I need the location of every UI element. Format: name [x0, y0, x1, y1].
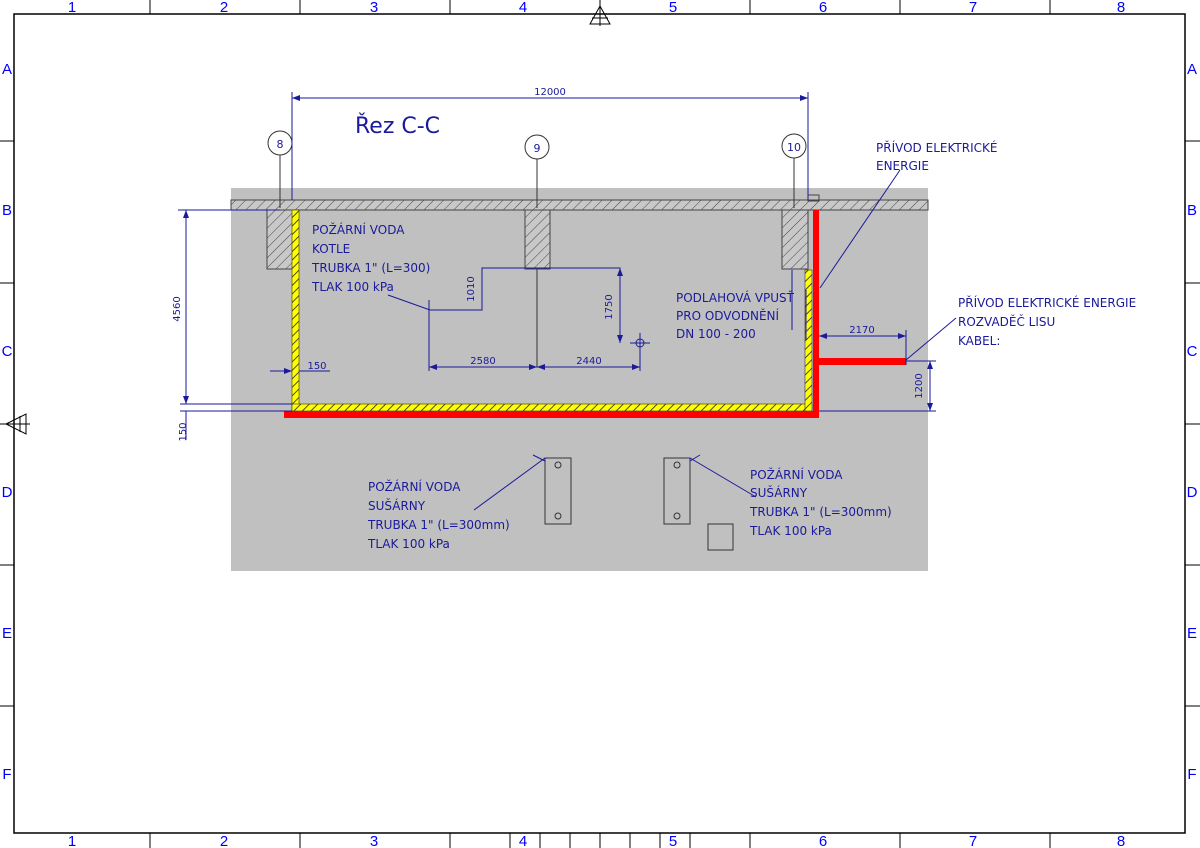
svg-text:SUŠÁRNY: SUŠÁRNY [750, 485, 808, 500]
axis-label: 10 [787, 141, 801, 154]
column-label: 5 [669, 0, 677, 16]
svg-text:PRO ODVODNĚNÍ: PRO ODVODNĚNÍ [676, 308, 780, 323]
dimension-text: 2170 [849, 325, 874, 336]
column-label: 5 [669, 833, 677, 848]
svg-text:TRUBKA 1" (L=300): TRUBKA 1" (L=300) [311, 261, 430, 275]
svg-text:DN 100 - 200: DN 100 - 200 [676, 327, 756, 341]
centering-mark-left [4, 413, 30, 435]
column-label: 2 [220, 833, 228, 848]
column-label: 8 [1117, 833, 1125, 848]
row-label: F [2, 766, 11, 783]
section-title: Řez C-C [355, 113, 440, 139]
column-label: 1 [68, 0, 76, 16]
dimension-text: 2440 [576, 356, 601, 367]
row-labels-right: A B C D E F [1187, 61, 1198, 783]
row-label: B [2, 202, 12, 219]
svg-text:TLAK 100 kPa: TLAK 100 kPa [367, 537, 450, 551]
column-label: 1 [68, 833, 76, 848]
dimension-height: 4560 [172, 209, 280, 404]
ceiling-slab [230, 199, 929, 211]
column-label: 8 [1117, 0, 1125, 16]
svg-text:ENERGIE: ENERGIE [876, 159, 929, 173]
svg-text:PŘÍVOD ELEKTRICKÉ ENERGIE: PŘÍVOD ELEKTRICKÉ ENERGIE [958, 295, 1136, 310]
column-label: 6 [819, 0, 827, 16]
svg-text:TLAK 100 kPa: TLAK 100 kPa [311, 280, 394, 294]
dimension-text: 12000 [534, 87, 566, 98]
column-labels-bottom: 1 2 3 4 5 6 7 8 [68, 833, 1125, 848]
column-label: 4 [519, 0, 527, 16]
beam-axis-10 [781, 209, 809, 270]
axis-marker-10: 10 [781, 133, 807, 208]
column-label: 3 [370, 0, 378, 16]
svg-text:POŽÁRNÍ VODA: POŽÁRNÍ VODA [750, 467, 843, 482]
dimension-cable-height: 1200 [819, 360, 936, 412]
row-label: A [2, 61, 12, 78]
axis-label: 8 [277, 138, 284, 151]
dimension-wall: 150 [270, 361, 330, 374]
annotation-floor-drain: PODLAHOVÁ VPUSŤ PRO ODVODNĚNÍ DN 100 - 2… [676, 290, 795, 341]
leader-lines [387, 169, 957, 511]
svg-text:KOTLE: KOTLE [312, 242, 350, 256]
dimension-cable-length: 2170 [819, 325, 907, 365]
insulation-floor [291, 403, 813, 412]
dimension-text: 1200 [914, 373, 925, 398]
power-line [284, 210, 906, 418]
row-label: C [2, 343, 13, 360]
beam-axis-8 [266, 209, 294, 270]
dryer-box [707, 523, 734, 551]
svg-text:ROZVADĚČ LISU: ROZVADĚČ LISU [958, 314, 1055, 329]
dimension-drain-rise: 1750 [604, 268, 623, 343]
svg-text:PODLAHOVÁ VPUSŤ: PODLAHOVÁ VPUSŤ [676, 290, 795, 305]
dryer-plate-left [544, 457, 572, 525]
annotation-power-supply-top: PŘÍVOD ELEKTRICKÉ ENERGIE [876, 140, 997, 173]
svg-text:POŽÁRNÍ VODA: POŽÁRNÍ VODA [368, 479, 461, 494]
annotation-fire-water-boiler: POŽÁRNÍ VODA KOTLE TRUBKA 1" (L=300) TLA… [311, 222, 430, 294]
row-label: B [1187, 202, 1197, 219]
column-label: 7 [969, 0, 977, 16]
axis-label: 9 [534, 142, 541, 155]
svg-text:POŽÁRNÍ VODA: POŽÁRNÍ VODA [312, 222, 405, 237]
row-label: E [1187, 625, 1197, 642]
annotation-fire-water-dryer-right: POŽÁRNÍ VODA SUŠÁRNY TRUBKA 1" (L=300mm)… [749, 467, 892, 538]
row-label: D [2, 484, 13, 501]
column-label: 3 [370, 833, 378, 848]
dimension-text: 4560 [172, 296, 183, 321]
dimension-text: 1010 [466, 276, 477, 301]
column-label: 4 [519, 833, 527, 848]
column-label: 6 [819, 833, 827, 848]
column-label: 2 [220, 0, 228, 16]
column-labels-top: 1 2 3 4 5 6 7 8 [68, 0, 1125, 16]
row-label: C [1187, 343, 1198, 360]
dimension-floor: 150 [178, 403, 292, 442]
axis-marker-9: 9 [524, 134, 550, 208]
dimension-text: 150 [178, 422, 189, 441]
row-label: D [1187, 484, 1198, 501]
insulation-left-wall [291, 209, 300, 412]
centering-mark-top [589, 4, 611, 26]
row-labels-left: A B C D E F [2, 61, 13, 783]
svg-text:TRUBKA 1" (L=300mm): TRUBKA 1" (L=300mm) [749, 505, 892, 519]
dimension-text: 2580 [470, 356, 495, 367]
annotation-power-supply-press: PŘÍVOD ELEKTRICKÉ ENERGIE ROZVADĚČ LISU … [958, 295, 1136, 348]
dryer-plate-right [663, 457, 691, 525]
row-label: A [1187, 61, 1197, 78]
dimension-pipe-offset: 2580 2440 [428, 300, 641, 371]
row-label: F [1187, 766, 1196, 783]
row-label: E [2, 625, 12, 642]
column-label: 7 [969, 833, 977, 848]
beam-axis-9 [524, 209, 551, 270]
svg-text:PŘÍVOD ELEKTRICKÉ: PŘÍVOD ELEKTRICKÉ [876, 140, 997, 155]
svg-text:KABEL:: KABEL: [958, 334, 1000, 348]
dimension-text: 150 [307, 361, 326, 372]
svg-text:TLAK 100 kPa: TLAK 100 kPa [749, 524, 832, 538]
dimension-text: 1750 [604, 294, 615, 319]
svg-text:TRUBKA 1" (L=300mm): TRUBKA 1" (L=300mm) [367, 518, 510, 532]
svg-text:SUŠÁRNY: SUŠÁRNY [368, 498, 426, 513]
dimension-overall-width: 12000 [291, 87, 809, 200]
annotation-fire-water-dryer-left: POŽÁRNÍ VODA SUŠÁRNY TRUBKA 1" (L=300mm)… [367, 479, 510, 551]
